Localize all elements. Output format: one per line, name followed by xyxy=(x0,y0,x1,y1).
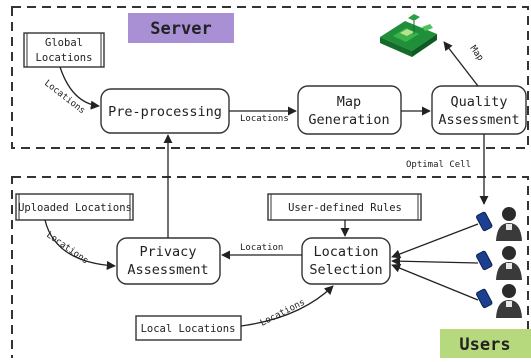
svg-text:Privacy: Privacy xyxy=(140,244,197,260)
svg-text:Local Locations: Local Locations xyxy=(141,323,236,335)
edge-label-local-to-selection: Locations xyxy=(259,298,307,329)
location-selection-node: Location Selection xyxy=(301,237,391,285)
users-region xyxy=(11,176,529,362)
svg-text:Pre-processing: Pre-processing xyxy=(108,104,222,120)
svg-text:Quality: Quality xyxy=(451,94,508,110)
edge-local-to-selection xyxy=(240,285,334,327)
svg-text:User-defined Rules: User-defined Rules xyxy=(288,202,402,214)
edge-user1-to-selection xyxy=(391,223,479,259)
svg-text:Selection: Selection xyxy=(309,262,382,278)
edge-user3-to-selection xyxy=(391,263,479,301)
edge-label-quality-to-users: Optimal Cell xyxy=(406,160,471,170)
edge-label-selection-to-privacy: Location xyxy=(240,243,283,253)
map-icon xyxy=(380,14,437,57)
edge-label-pre-to-map: Locations xyxy=(240,114,289,124)
edge-label-global-to-pre: Locations xyxy=(42,78,87,116)
svg-text:Uploaded Locations: Uploaded Locations xyxy=(18,202,132,214)
user-with-phone-icon xyxy=(476,207,522,241)
edge-user2-to-selection xyxy=(391,256,479,266)
svg-text:Locations: Locations xyxy=(36,52,93,64)
svg-text:Generation: Generation xyxy=(308,112,389,128)
user-defined-rules-node: User-defined Rules xyxy=(267,193,422,221)
svg-text:Assessment: Assessment xyxy=(127,262,208,278)
svg-text:Users: Users xyxy=(459,335,510,355)
edge-quality-to-map-icon xyxy=(443,41,479,87)
quality-assessment-node: Quality Assessment xyxy=(431,85,527,135)
edge-global-to-pre xyxy=(59,66,100,110)
user-with-phone-icon xyxy=(476,284,522,318)
users-label: Users xyxy=(440,329,531,359)
global-locations-node: Global Locations xyxy=(23,32,105,68)
svg-text:Server: Server xyxy=(150,19,211,39)
svg-text:Location: Location xyxy=(313,244,378,260)
svg-text:Map: Map xyxy=(337,94,361,110)
edge-label-quality-to-map-icon: Map xyxy=(468,44,486,63)
preprocessing-node: Pre-processing xyxy=(100,88,230,134)
edge-uploaded-to-privacy xyxy=(44,219,116,270)
privacy-assessment-node: Privacy Assessment xyxy=(116,237,221,285)
svg-text:Global: Global xyxy=(45,37,83,49)
map-generation-node: Map Generation xyxy=(297,85,402,135)
edge-label-uploaded-to-privacy: Locations xyxy=(44,230,90,266)
local-locations-node: Local Locations xyxy=(135,315,242,341)
uploaded-locations-node: Uploaded Locations xyxy=(15,193,134,221)
server-label: Server xyxy=(128,13,234,43)
svg-text:Assessment: Assessment xyxy=(438,112,519,128)
server-region xyxy=(11,6,529,149)
user-with-phone-icon xyxy=(476,246,522,280)
